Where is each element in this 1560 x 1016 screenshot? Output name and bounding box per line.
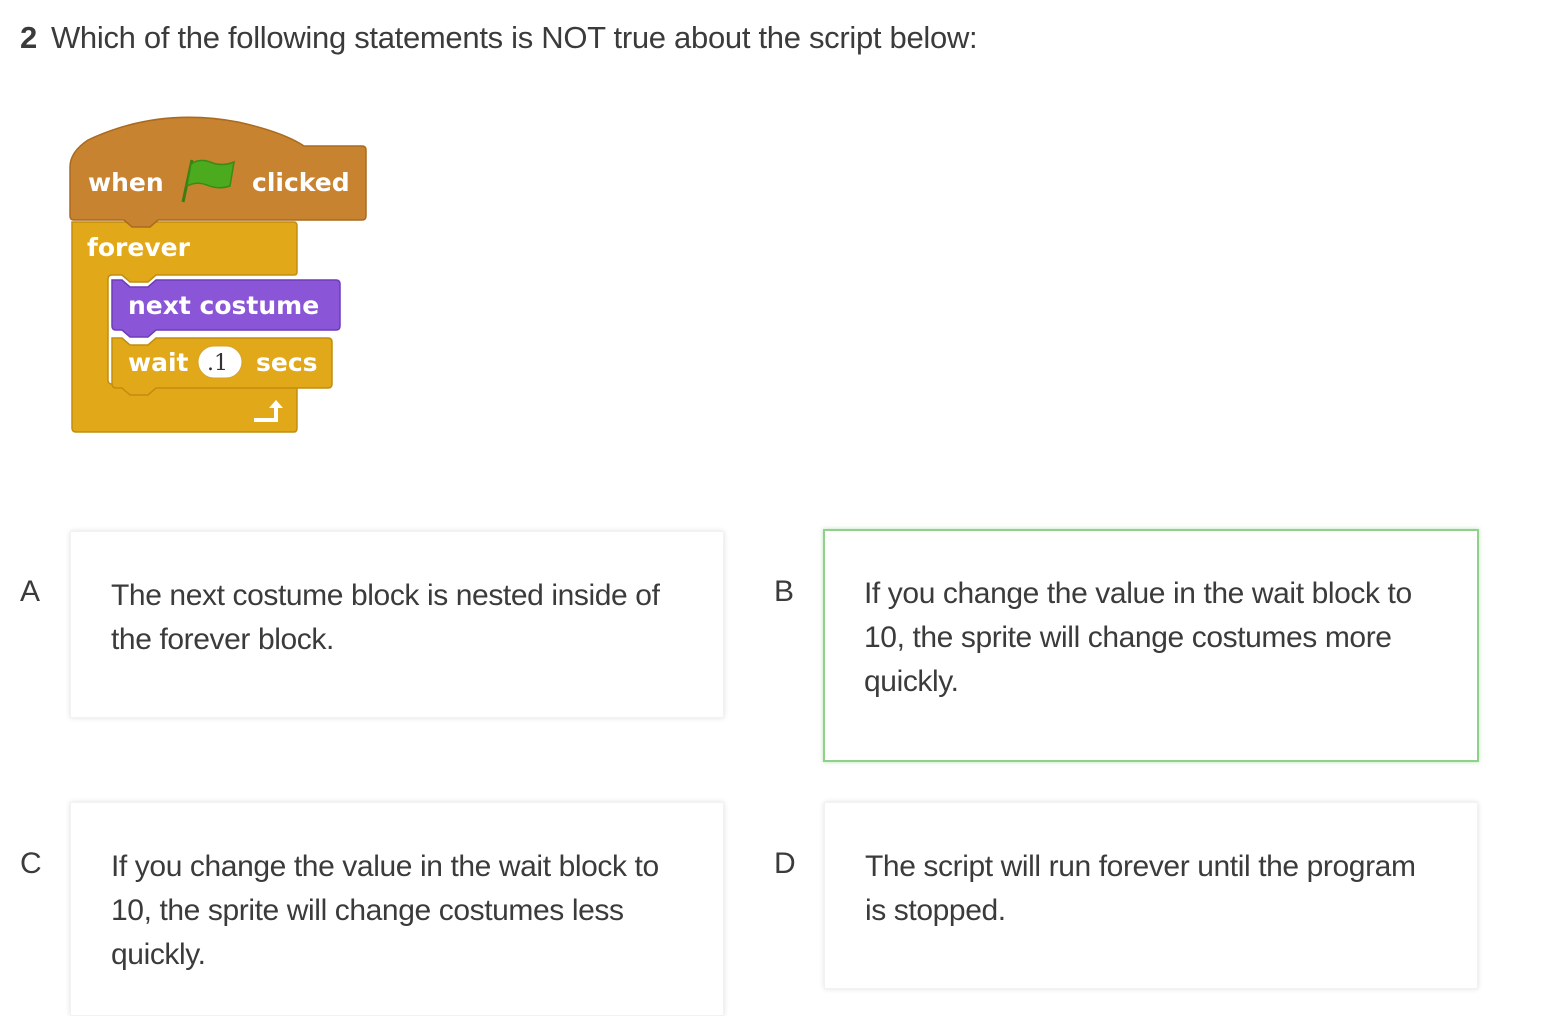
- option-d-letter: D: [774, 847, 796, 880]
- option-d-text: The script will run forever until the pr…: [865, 850, 1416, 927]
- question-number: 2: [20, 20, 37, 55]
- forever-label: forever: [87, 233, 191, 262]
- forever-block: forever: [71, 221, 298, 433]
- next-costume-label: next costume: [128, 291, 319, 320]
- wait-block: wait .1 secs: [111, 337, 333, 396]
- secs-label: secs: [256, 348, 318, 377]
- hat-clicked-label: clicked: [252, 168, 350, 197]
- option-b-letter: B: [774, 575, 795, 608]
- option-c-card[interactable]: If you change the value in the wait bloc…: [70, 802, 724, 1016]
- option-c-text: If you change the value in the wait bloc…: [111, 850, 659, 971]
- hat-when-label: when: [88, 168, 164, 197]
- wait-value: .1: [207, 351, 228, 376]
- option-b-text: If you change the value in the wait bloc…: [864, 577, 1412, 698]
- next-costume-block: next costume: [111, 279, 341, 338]
- option-c-letter: C: [20, 847, 42, 880]
- question-text: Which of the following statements is NOT…: [50, 20, 978, 55]
- option-b-card[interactable]: If you change the value in the wait bloc…: [823, 529, 1479, 762]
- loop-arrow-icon: [254, 400, 283, 422]
- scratch-script-image: forever when clicked next costume wait .…: [69, 116, 367, 433]
- option-d-card[interactable]: The script will run forever until the pr…: [824, 802, 1478, 989]
- option-a-letter: A: [20, 575, 41, 608]
- option-a-text: The next costume block is nested inside …: [111, 579, 660, 656]
- when-flag-clicked-block: when clicked: [69, 116, 367, 228]
- question-header: 2 Which of the following statements is NO…: [20, 18, 978, 58]
- wait-label: wait: [128, 348, 189, 377]
- green-flag-icon: [181, 159, 235, 203]
- option-a-card[interactable]: The next costume block is nested inside …: [70, 531, 724, 718]
